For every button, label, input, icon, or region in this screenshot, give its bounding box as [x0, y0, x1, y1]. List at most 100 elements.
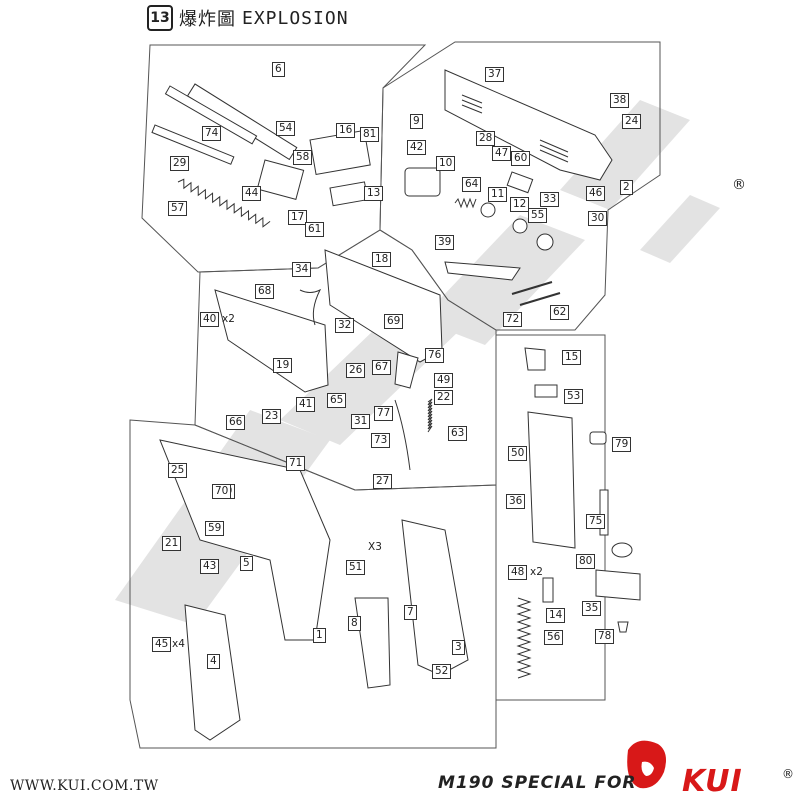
part-label-55: 55 — [528, 208, 548, 223]
part-label-15: 15 — [562, 350, 582, 365]
magazine-spring-drawing — [516, 597, 532, 679]
part-label-8: 8 — [348, 616, 361, 631]
part-label-2: 2 — [620, 180, 633, 195]
part-label-50: 50 — [508, 446, 528, 461]
part-label-35: 35 — [582, 601, 602, 616]
magazine-follower-drawing — [534, 384, 558, 398]
part-label-81: 81 — [360, 127, 380, 142]
part-label-18: 18 — [372, 252, 392, 267]
part-label-61: 61 — [305, 222, 325, 237]
part-label-13: 13 — [364, 186, 384, 201]
part-label-28: 28 — [476, 131, 496, 146]
part-label-72: 72 — [503, 312, 523, 327]
part-label-65: 65 — [327, 393, 347, 408]
part-label-5: 5 — [240, 556, 253, 571]
part-label-19: 19 — [273, 358, 293, 373]
guide-rod-drawing — [151, 124, 235, 165]
part-label-56: 56 — [544, 630, 564, 645]
trigger-bar-drawing — [394, 399, 411, 471]
part-label-10: 10 — [436, 156, 456, 171]
multiplier-part-40: x2 — [222, 313, 235, 325]
part-label-53: 53 — [564, 389, 584, 404]
part-label-74: 74 — [202, 126, 222, 141]
magazine-baseplate-drawing — [595, 569, 641, 601]
section-outlines — [129, 41, 661, 749]
nozzle-spring-drawing — [454, 197, 477, 209]
part-label-46: 46 — [586, 186, 606, 201]
part-label-64: 64 — [462, 177, 482, 192]
rear-sight-drawing — [506, 171, 534, 194]
part-drawings — [151, 69, 641, 741]
footer-brand-logo-text: KUI — [682, 764, 743, 799]
footer-registered-mark: ® — [782, 767, 794, 781]
watermark-i-dot — [640, 195, 720, 263]
multiplier-part-45: x4 — [172, 638, 185, 650]
part-label-33: 33 — [540, 192, 560, 207]
watermark-registered-mark: ® — [732, 177, 746, 193]
part-label-21: 21 — [162, 536, 182, 551]
part-label-76: 76 — [425, 348, 445, 363]
part-label-52: 52 — [432, 664, 452, 679]
valve-drawing — [536, 233, 554, 251]
blowback-housing-drawing — [404, 167, 441, 197]
header-title-cjk: 爆炸圖 — [179, 9, 236, 30]
nozzle-drawing — [480, 202, 496, 218]
lion-logo — [627, 740, 666, 789]
slide-drawing — [444, 69, 613, 181]
part-label-30: 30 — [588, 211, 608, 226]
part-label-42: 42 — [407, 140, 427, 155]
magazine-release-drawing — [524, 347, 546, 371]
part-label-40: 40 — [200, 312, 220, 327]
lion-logo-face — [641, 761, 654, 776]
part-label-34: 34 — [292, 262, 312, 277]
part-label-54: 54 — [276, 121, 296, 136]
section-magazine — [495, 334, 606, 701]
diagram-header: 13 爆炸圖 EXPLOSION — [147, 5, 349, 31]
part-label-66: 66 — [226, 415, 246, 430]
part-label-12: 12 — [510, 197, 530, 212]
slide-spring-b-drawing — [519, 292, 561, 306]
part-label-69: 69 — [384, 314, 404, 329]
part-label-77: 77 — [374, 406, 394, 421]
grip-panel-right-drawing — [401, 519, 469, 676]
part-label-62: 62 — [550, 305, 570, 320]
part-label-14: 14 — [546, 608, 566, 623]
header-title: EXPLOSION — [242, 7, 349, 29]
multiplier-part-48: x2 — [530, 566, 543, 578]
part-label-49: 49 — [434, 373, 454, 388]
part-label-47: 47 — [492, 146, 512, 161]
watermark-i-stroke — [560, 100, 690, 210]
part-label-9: 9 — [410, 114, 423, 129]
section-slide — [379, 41, 661, 331]
part-label-39: 39 — [435, 235, 455, 250]
hammer-spring-drawing — [427, 398, 433, 433]
nozzle-tip-drawing — [512, 218, 528, 234]
part-label-67: 67 — [372, 360, 392, 375]
part-label-29: 29 — [170, 156, 190, 171]
chamber-bottom-drawing — [329, 181, 369, 207]
part-label-23: 23 — [262, 409, 282, 424]
part-label-25: 25 — [168, 463, 188, 478]
part-label-60: 60 — [511, 151, 531, 166]
part-label-43: 43 — [200, 559, 220, 574]
magazine-body-drawing — [527, 411, 576, 549]
part-label-7: 7 — [404, 605, 417, 620]
part-label-3: 3 — [452, 640, 465, 655]
screw-drawing — [617, 621, 629, 633]
part-label-80: 80 — [576, 554, 596, 569]
part-label-78: 78 — [595, 629, 615, 644]
part-label-79: 79 — [612, 437, 632, 452]
slide-spring-a-drawing — [511, 281, 553, 295]
part-label-26: 26 — [346, 363, 366, 378]
part-label-17: 17 — [288, 210, 308, 225]
part-label-31: 31 — [351, 414, 371, 429]
part-label-63: 63 — [448, 426, 468, 441]
inner-barrel-drawing — [164, 85, 258, 145]
part-label-58: 58 — [293, 150, 313, 165]
part-label-27: 27 — [373, 474, 393, 489]
part-label-44: 44 — [242, 186, 262, 201]
multiplier-part-51: X3 — [368, 541, 382, 553]
hammer-drawing — [394, 351, 419, 389]
